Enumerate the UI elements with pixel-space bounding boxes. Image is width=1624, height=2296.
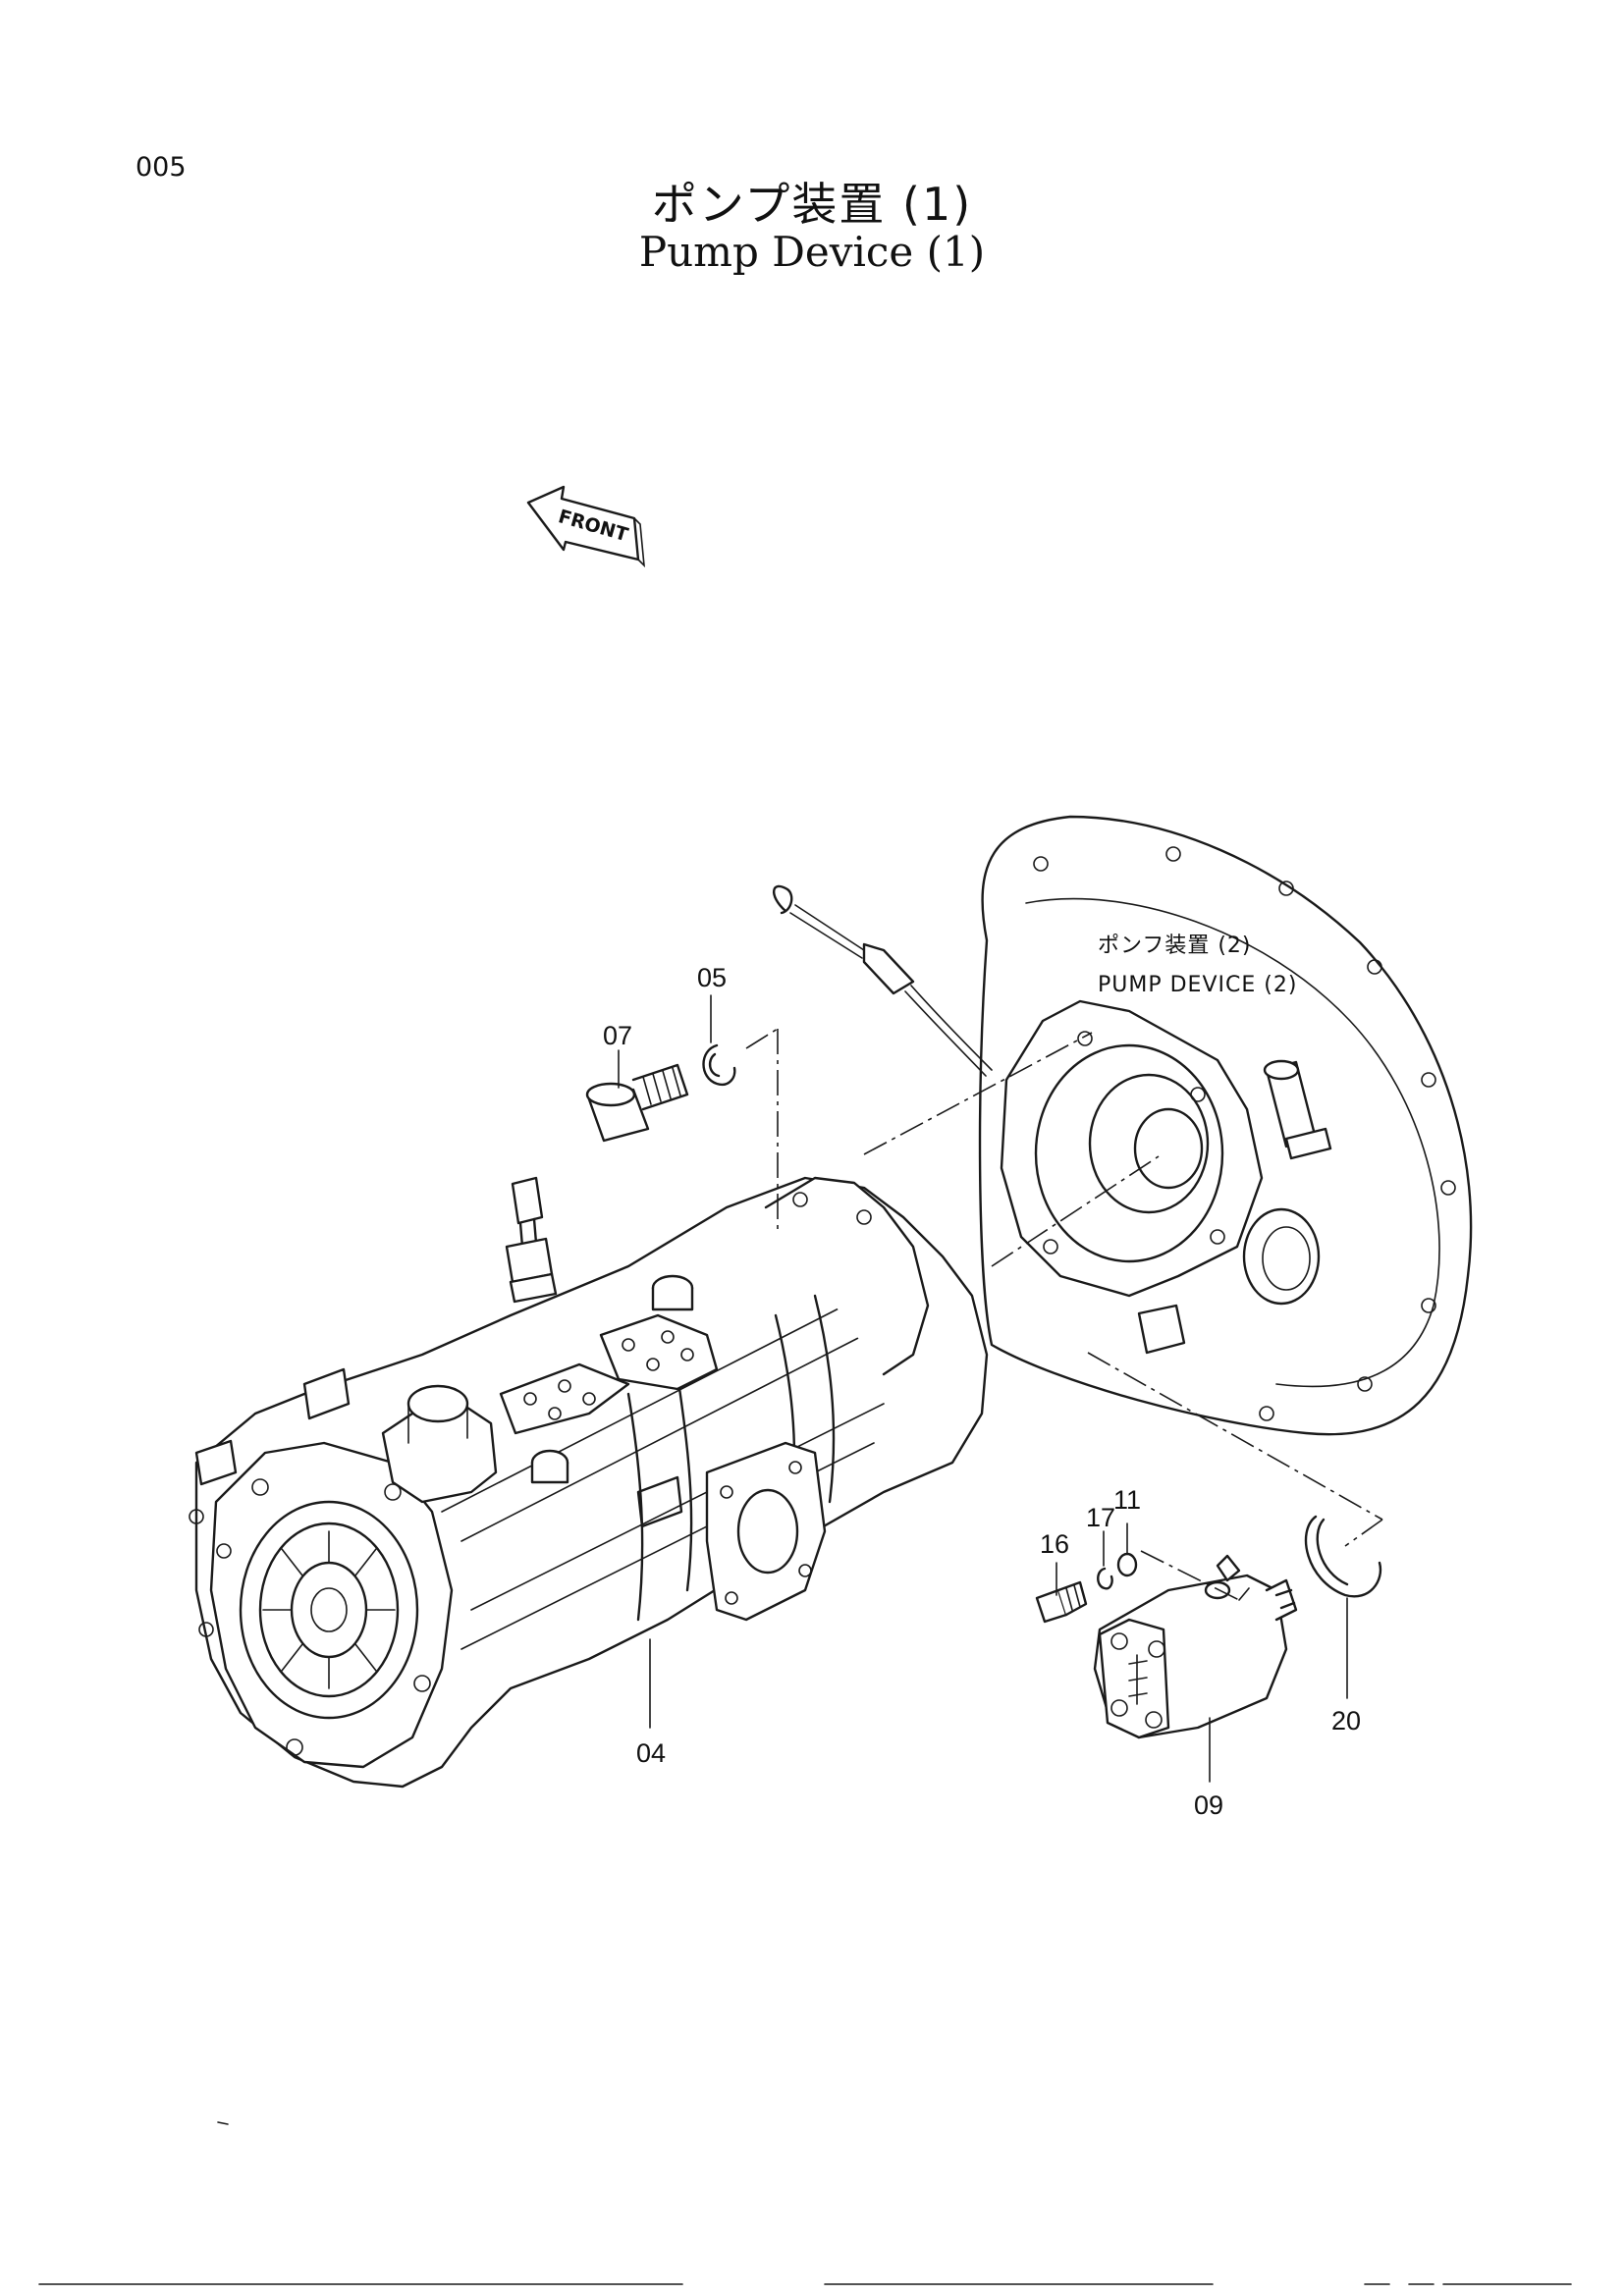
- reference-label-english: PUMP DEVICE (2): [1098, 973, 1297, 997]
- o-ring-11: [1116, 1552, 1138, 1577]
- callout-label-16: 16: [1040, 1529, 1069, 1559]
- snap-ring-20: [1304, 1515, 1382, 1598]
- callout-label-20: 20: [1331, 1706, 1361, 1735]
- reference-label-japanese: ポンフ装置 (2): [1098, 934, 1252, 958]
- assembly-lines: [745, 1028, 1383, 1601]
- pump-device-2-reference: ポンフ装置 (2) PUMP DEVICE (2): [1098, 934, 1297, 997]
- callout-label-11: 11: [1113, 1485, 1141, 1515]
- callout-label-05: 05: [697, 963, 727, 992]
- callout-label-17: 17: [1086, 1503, 1115, 1532]
- callout-leaders: [618, 994, 1348, 1783]
- page-title-japanese: ポンプ装置 (1): [651, 178, 973, 231]
- page-number: 005: [135, 152, 187, 183]
- footer-rule: [38, 2121, 1572, 2285]
- gear-pump-09: [1093, 1554, 1298, 1739]
- main-hydraulic-pump: [189, 1176, 989, 1789]
- bolt-07: [585, 1063, 689, 1143]
- front-direction-arrow: FRONT: [526, 485, 646, 568]
- callout-label-07: 07: [603, 1021, 632, 1050]
- washer-17: [1097, 1567, 1113, 1590]
- snap-ring-05: [702, 1043, 736, 1087]
- callout-label-09: 09: [1194, 1790, 1223, 1820]
- callout-labels: 05 07 04 16 17 11 09 20: [603, 963, 1361, 1820]
- callout-label-04: 04: [636, 1738, 666, 1768]
- flywheel-housing: [978, 815, 1473, 1436]
- bolt-16: [1035, 1580, 1088, 1624]
- sensor-wire: [773, 884, 993, 1077]
- page-title-english: Pump Device (1): [638, 228, 986, 276]
